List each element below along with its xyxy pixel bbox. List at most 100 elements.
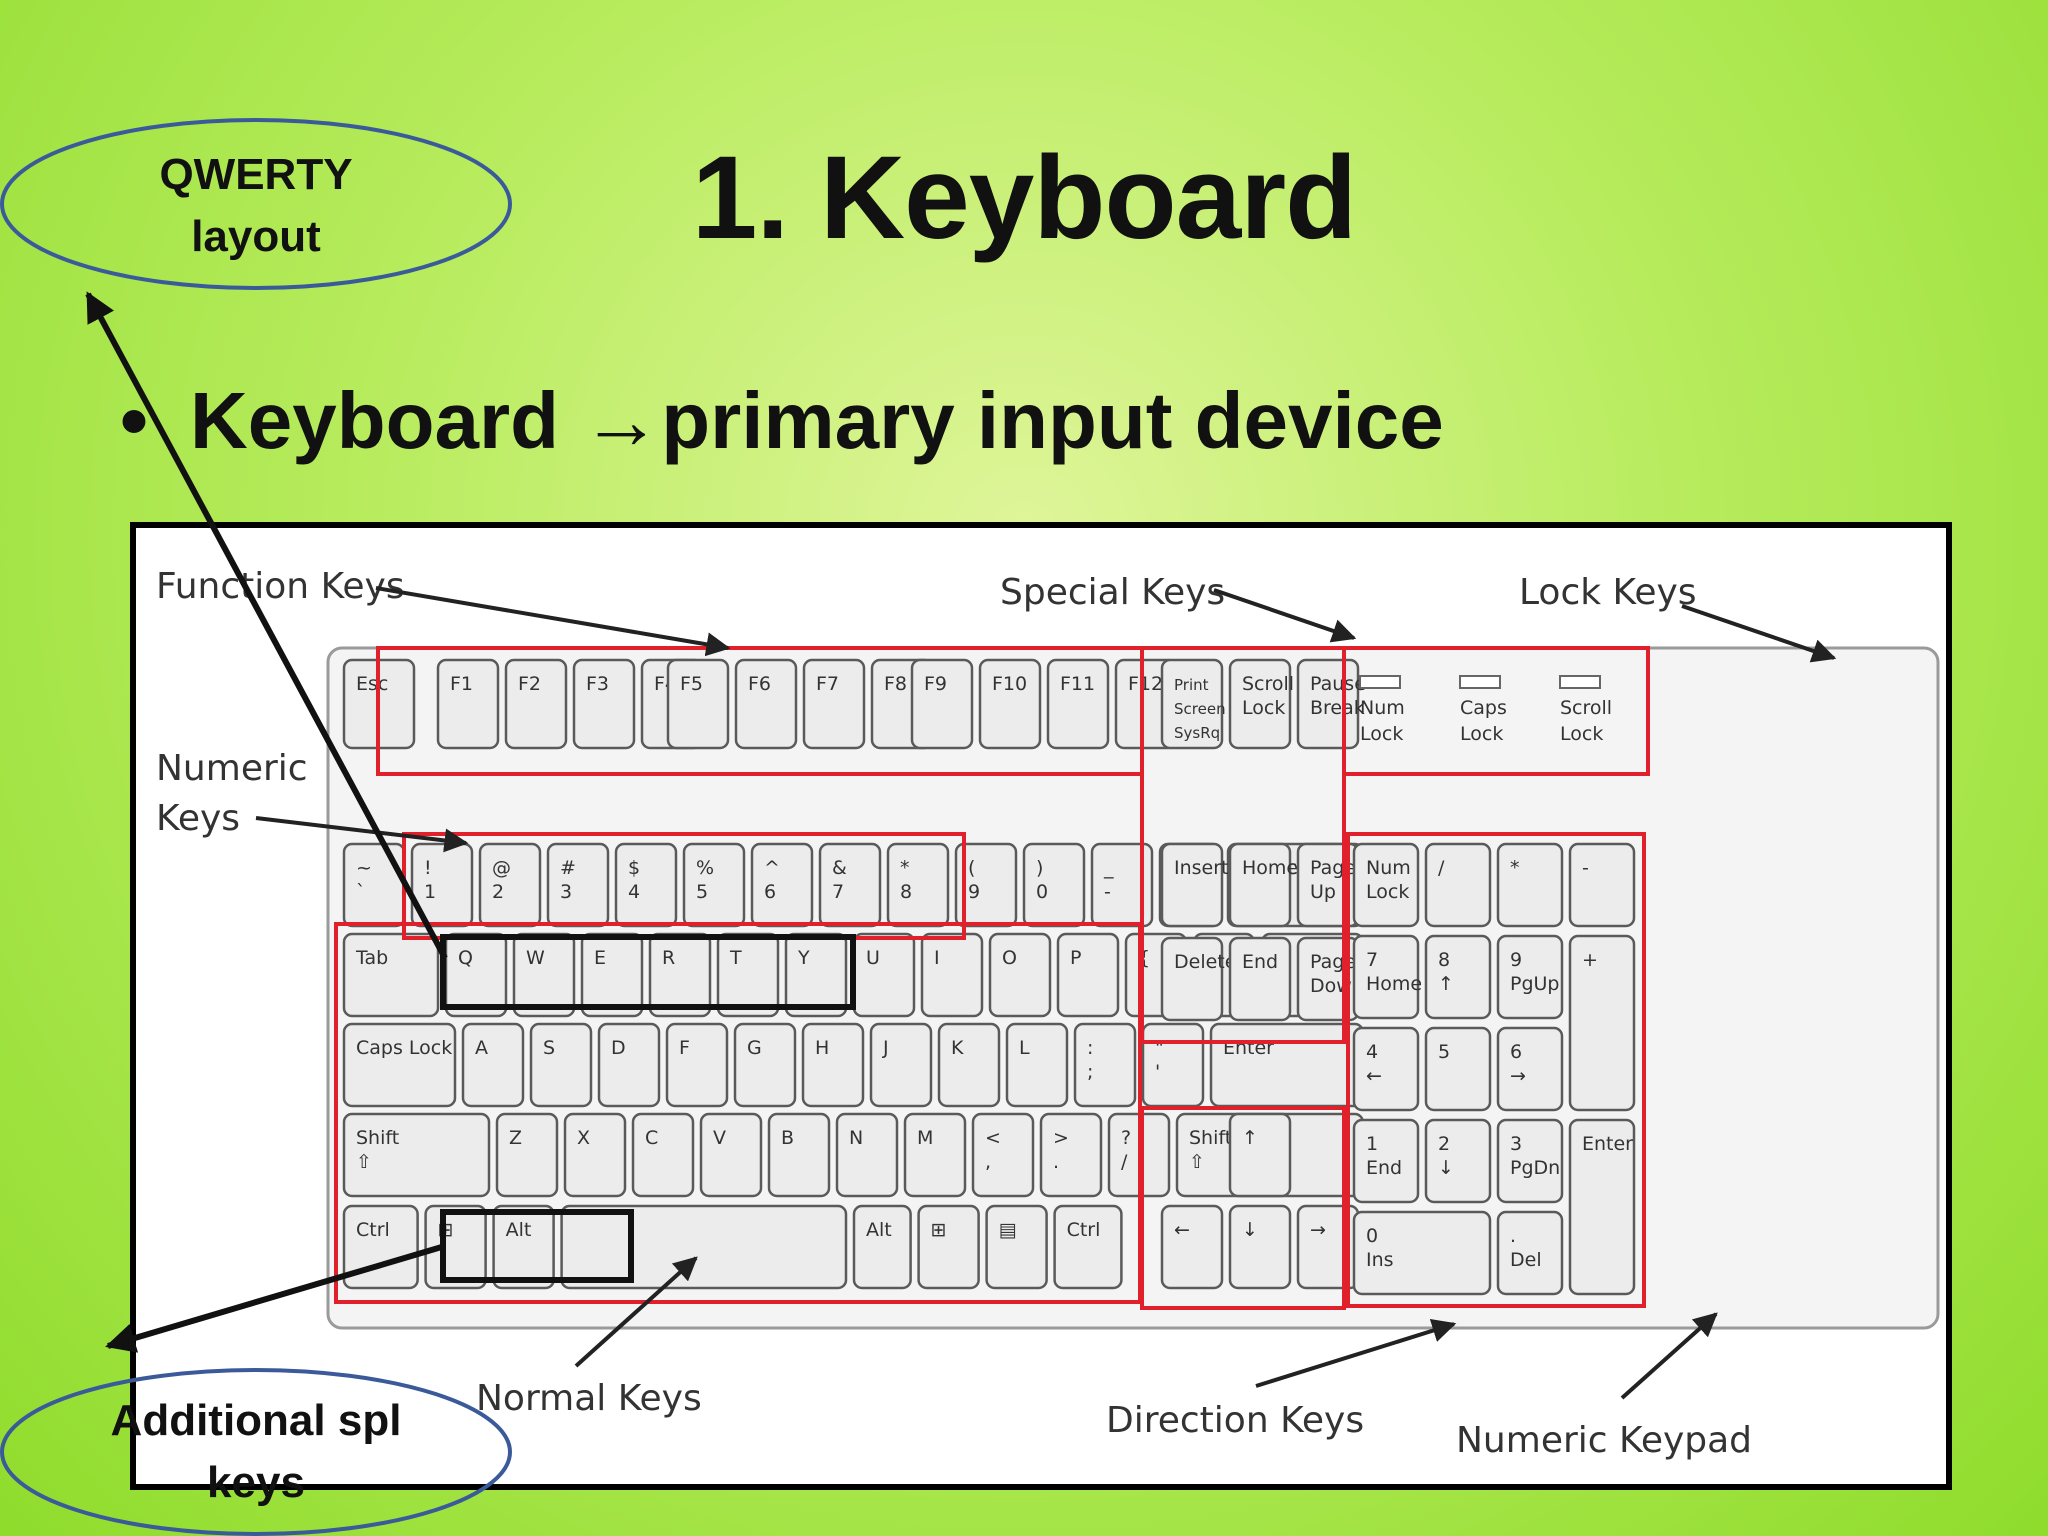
key-top-9: O [988, 932, 1052, 1018]
key-arrow-up-label: ↑ [1242, 1127, 1258, 1149]
key-special-1-cap [1228, 658, 1292, 750]
key-edit-1-cap [1228, 842, 1292, 928]
key-numpad-13-label: 3 [1510, 1133, 1522, 1155]
key-edit-4-label: End [1242, 951, 1278, 973]
key-space-5: ⊞ [917, 1204, 980, 1290]
keyboard-diagram: Function Keys Special Keys Lock Keys Num… [130, 522, 1952, 1490]
key-numpad-10-label: 6 [1510, 1041, 1522, 1063]
key-top-6-label: Y [797, 947, 810, 969]
label-numeric-keys-1: Numeric [156, 748, 308, 789]
key-f12-label: F12 [1128, 673, 1163, 695]
key-top-5: T [716, 932, 780, 1018]
key-edit-3: Delete [1160, 936, 1236, 1022]
key-home-2: S [529, 1022, 593, 1108]
key-num-1-label: ! [424, 857, 432, 879]
arrow-direction-keys [1255, 1319, 1457, 1388]
key-home-11-label: " [1155, 1037, 1164, 1059]
key-home-4: F [665, 1022, 729, 1108]
key-bottom-5-cap [767, 1112, 831, 1198]
key-f10-cap [978, 658, 1042, 750]
qwerty-ellipse [0, 118, 512, 290]
label-direction-keys: Direction Keys [1106, 1400, 1364, 1441]
key-home-7-cap [869, 1022, 933, 1108]
key-f3-label: F3 [586, 673, 609, 695]
lock-indicator-label: Lock [1360, 723, 1403, 745]
key-top-7: U [852, 932, 916, 1018]
key-space-4: Alt [852, 1204, 912, 1290]
key-bottom-10-label: / [1121, 1151, 1128, 1173]
key-numpad-1-label: / [1438, 857, 1445, 879]
key-f11: F11 [1046, 658, 1110, 750]
key-edit-1: Home [1228, 842, 1298, 928]
key-home-9: L [1005, 1022, 1069, 1108]
key-top-10: P [1056, 932, 1120, 1018]
key-numpad-11-cap [1352, 1118, 1420, 1204]
key-bottom-8-label: < [985, 1127, 1001, 1149]
key-special-0-label: SysRq [1174, 724, 1220, 742]
key-bottom-6-label: N [849, 1127, 863, 1149]
key-num-3: #3 [546, 842, 610, 928]
key-bottom-4: V [699, 1112, 763, 1198]
key-bottom-5: B [767, 1112, 831, 1198]
key-numpad-1: / [1424, 842, 1492, 928]
lock-indicator-label: Lock [1460, 723, 1503, 745]
key-f8-label: F8 [884, 673, 907, 695]
key-bottom-3: C [631, 1112, 695, 1198]
key-home-0: Caps Lock [342, 1022, 457, 1108]
key-num-8-label: * [900, 857, 910, 879]
key-f2-cap [504, 658, 568, 750]
key-numpad-12-label: 2 [1438, 1133, 1450, 1155]
additional-line-2: keys [207, 1458, 305, 1507]
group-outlines [334, 646, 1650, 1310]
key-edit-0-label: Insert [1174, 857, 1229, 879]
key-num-7-label: & [832, 857, 847, 879]
key-space-7-label: Ctrl [1067, 1219, 1101, 1241]
win-alt-highlight-box [440, 1209, 634, 1283]
key-numpad-8-label: ← [1366, 1065, 1382, 1087]
key-f5: F5 [666, 658, 730, 750]
key-special-1-label: Scroll [1242, 673, 1294, 695]
key-numpad-9-cap [1424, 1026, 1492, 1112]
key-num-5-label: 5 [696, 881, 708, 903]
bullet-description: primary input device [661, 376, 1444, 465]
key-f2-label: F2 [518, 673, 541, 695]
key-home-0-label: Caps Lock [356, 1037, 452, 1059]
key-num-3-label: # [560, 857, 576, 879]
key-bottom-11-label: ⇧ [1189, 1151, 1205, 1173]
key-numpad-8: 4← [1352, 1026, 1420, 1112]
key-home-5: G [733, 1022, 797, 1108]
key-home-1-cap [461, 1022, 525, 1108]
key-special-0-label: Print [1174, 676, 1209, 694]
key-space-6: ▤ [985, 1204, 1048, 1290]
key-bottom-6: N [835, 1112, 899, 1198]
key-space-6-cap [985, 1204, 1048, 1290]
key-bottom-0-label: ⇧ [356, 1151, 372, 1173]
key-space-4-cap [852, 1204, 912, 1290]
lock-indicator-label: Scroll [1560, 697, 1612, 719]
key-edit-2-label: Up [1310, 881, 1336, 903]
key-numpad-5-cap [1424, 934, 1492, 1020]
key-f9: F9 [910, 658, 974, 750]
key-numpad-16: .Del [1496, 1210, 1564, 1296]
key-special-2-label: Pause [1310, 673, 1366, 695]
qwerty-line-1: QWERTY [159, 150, 353, 199]
arrow-special-keys [1213, 588, 1357, 643]
key-numpad-11-label: 1 [1366, 1133, 1378, 1155]
key-numpad-3: - [1568, 842, 1636, 928]
lock-indicator-label: Caps [1460, 697, 1507, 719]
key-f1-label: F1 [450, 673, 473, 695]
key-edit-3-label: Delete [1174, 951, 1236, 973]
key-numpad-13-cap [1496, 1118, 1564, 1204]
key-num-10-label: ) [1036, 857, 1043, 879]
key-numpad-16-label: Del [1510, 1249, 1542, 1271]
key-num-2-label: 2 [492, 881, 504, 903]
key-numpad-5-label: 8 [1438, 949, 1450, 971]
lock-indicator-label: Num [1360, 697, 1405, 719]
key-home-7-label: J [882, 1037, 889, 1059]
key-bottom-7-label: M [917, 1127, 933, 1149]
key-top-8-label: I [934, 947, 940, 969]
key-numpad-11-label: End [1366, 1157, 1402, 1179]
key-esc-label: Esc [356, 673, 388, 695]
key-f7-label: F7 [816, 673, 839, 695]
